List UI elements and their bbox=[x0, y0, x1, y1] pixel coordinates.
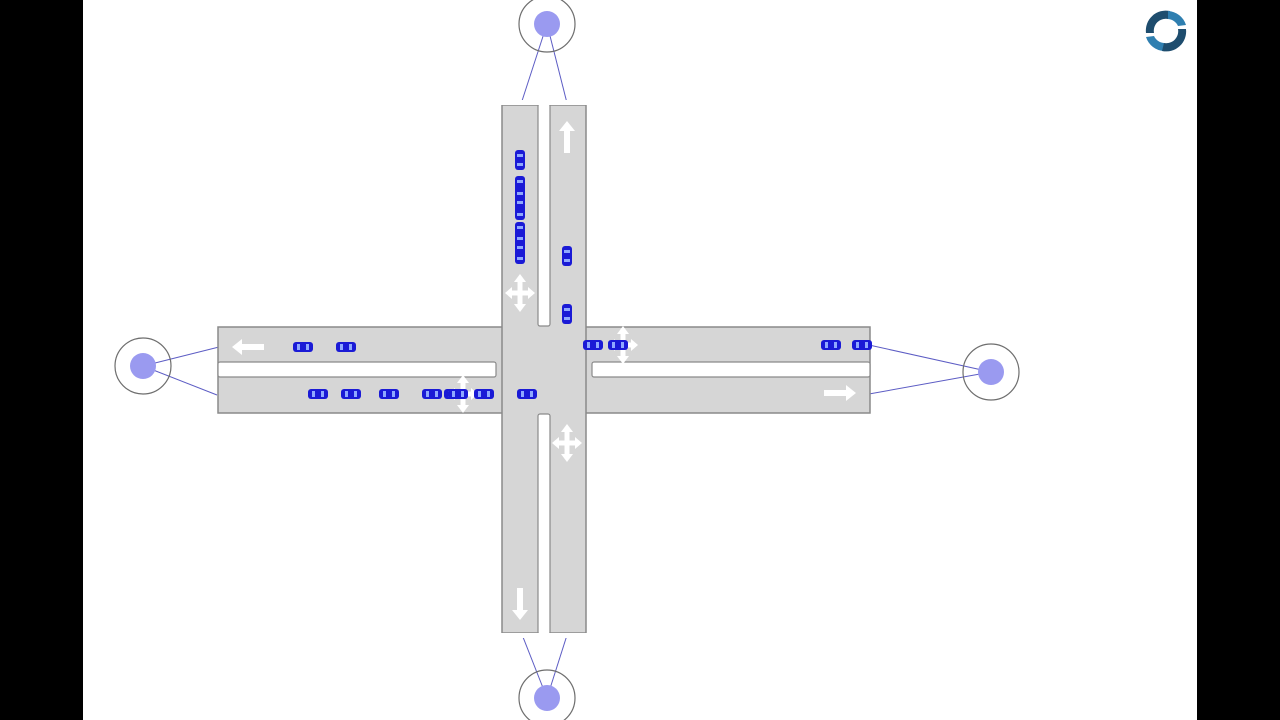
car-icon bbox=[608, 340, 628, 350]
simulation-canvas bbox=[83, 0, 1197, 720]
median-south bbox=[537, 413, 551, 635]
car-icon bbox=[308, 389, 328, 399]
intersection-box bbox=[503, 328, 585, 412]
median-east bbox=[591, 361, 871, 378]
car-icon bbox=[293, 342, 313, 352]
link-line bbox=[868, 371, 992, 395]
road-end-north bbox=[500, 100, 590, 105]
north-node bbox=[518, 0, 576, 53]
car-icon bbox=[336, 342, 356, 352]
car-icon bbox=[448, 389, 468, 399]
arrow-icon bbox=[824, 385, 856, 401]
source-sink-nodes bbox=[114, 0, 1020, 720]
west-node bbox=[114, 337, 172, 395]
four-way-arrow-icon bbox=[505, 274, 535, 312]
link-line bbox=[546, 23, 569, 108]
link-line bbox=[142, 365, 218, 396]
car-icon bbox=[517, 389, 537, 399]
car-icon bbox=[852, 340, 872, 350]
car-icon bbox=[562, 304, 572, 324]
car-icon bbox=[562, 246, 572, 266]
east-node bbox=[962, 343, 1020, 401]
vehicles bbox=[293, 150, 872, 399]
car-icon bbox=[821, 340, 841, 350]
car-icon bbox=[515, 150, 525, 170]
arrow-icon bbox=[559, 121, 575, 153]
car-icon bbox=[515, 233, 525, 253]
car-icon bbox=[515, 188, 525, 208]
road-network bbox=[217, 100, 871, 638]
median-west bbox=[217, 361, 497, 378]
arrow-icon bbox=[232, 339, 264, 355]
link-line bbox=[142, 346, 220, 367]
south-node bbox=[518, 669, 576, 720]
median-north bbox=[537, 103, 551, 327]
car-icon bbox=[341, 389, 361, 399]
arrow-icon bbox=[512, 588, 528, 620]
link-line bbox=[520, 23, 548, 105]
road-end-south bbox=[500, 633, 590, 638]
link-line bbox=[868, 344, 992, 373]
car-icon bbox=[379, 389, 399, 399]
car-icon bbox=[422, 389, 442, 399]
swirl-logo-icon bbox=[1145, 10, 1187, 52]
intersection-diagram bbox=[114, 0, 1187, 720]
car-icon bbox=[474, 389, 494, 399]
four-way-arrow-icon bbox=[552, 424, 582, 462]
car-icon bbox=[583, 340, 603, 350]
